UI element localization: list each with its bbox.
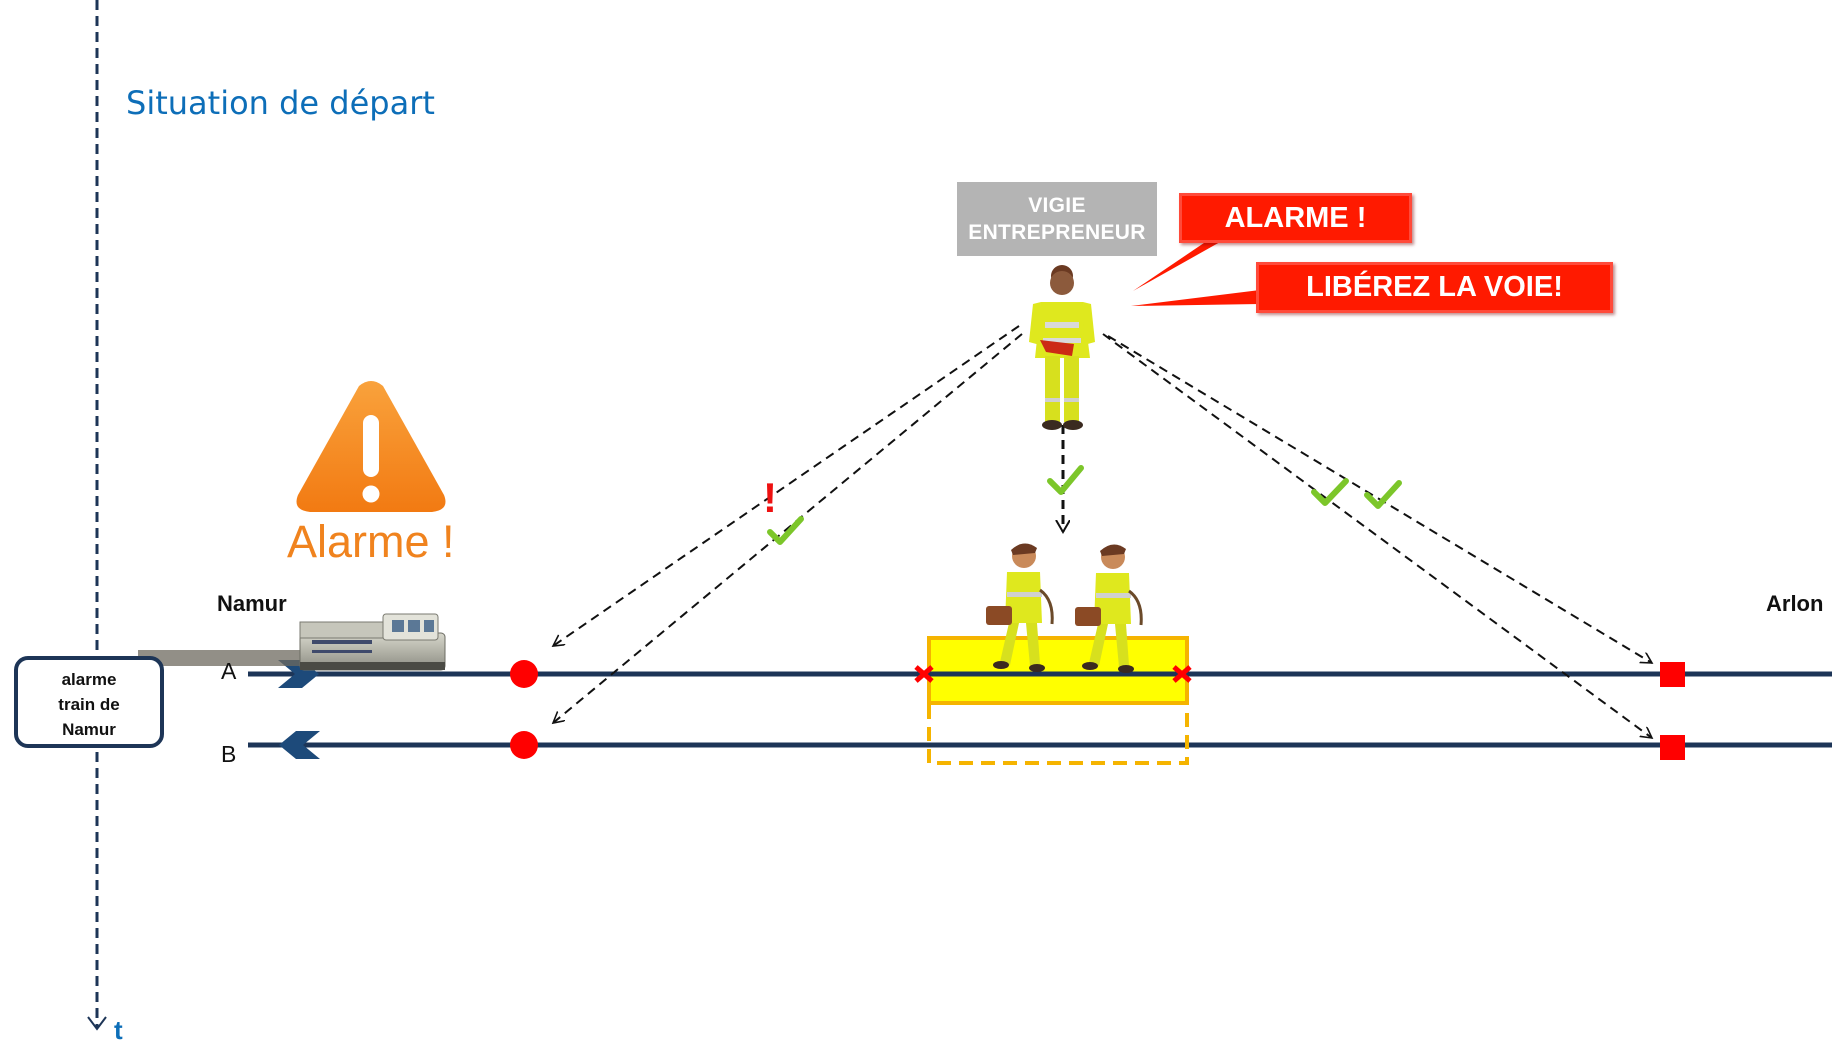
check-icon bbox=[767, 516, 804, 545]
check-icon bbox=[1047, 465, 1084, 495]
station-arlon: Arlon bbox=[1766, 591, 1824, 616]
sight-line-signal-b-namur bbox=[553, 333, 1023, 723]
worker-icon bbox=[986, 543, 1054, 672]
warning-text: Alarme ! bbox=[287, 516, 455, 567]
check-icon bbox=[1364, 480, 1402, 509]
worker-icon bbox=[1075, 544, 1143, 673]
sight-line-signal-b-arlon bbox=[1102, 333, 1652, 738]
direction-arrow-b-icon bbox=[279, 731, 320, 759]
time-axis-label: t bbox=[114, 1015, 123, 1045]
zone-limit-left-icon bbox=[914, 665, 934, 683]
station-namur: Namur bbox=[217, 591, 287, 616]
callout-clear-track-tail bbox=[1131, 290, 1260, 306]
work-zone bbox=[927, 636, 1189, 705]
callout-alarm: ALARME ! bbox=[1179, 193, 1412, 243]
check-icon bbox=[1311, 478, 1349, 506]
lookout-label: VIGIE ENTREPRENEUR bbox=[957, 182, 1157, 256]
track-a-label: A bbox=[221, 658, 237, 684]
signal-b-arlon-icon bbox=[1660, 735, 1685, 760]
train-icon bbox=[138, 613, 446, 671]
track-b-label: B bbox=[221, 741, 237, 767]
time-axis bbox=[87, 0, 107, 1031]
signal-a-arlon-icon bbox=[1660, 662, 1685, 687]
page-title: Situation de départ bbox=[126, 84, 435, 122]
signal-a-namur-icon bbox=[510, 660, 538, 688]
callout-clear-track: LIBÉREZ LA VOIE! bbox=[1256, 262, 1613, 313]
warning-triangle-icon bbox=[296, 381, 446, 512]
work-zone-track-b-outline bbox=[927, 705, 1189, 765]
alarm-note-box: alarme train de Namur bbox=[14, 656, 164, 748]
exclamation-marker: ! bbox=[763, 474, 777, 521]
signal-b-namur-icon bbox=[510, 731, 538, 759]
zone-limit-right-icon bbox=[1172, 665, 1192, 683]
sight-line-signal-a-namur bbox=[553, 325, 1020, 646]
lookout-worker-icon bbox=[1029, 265, 1095, 430]
